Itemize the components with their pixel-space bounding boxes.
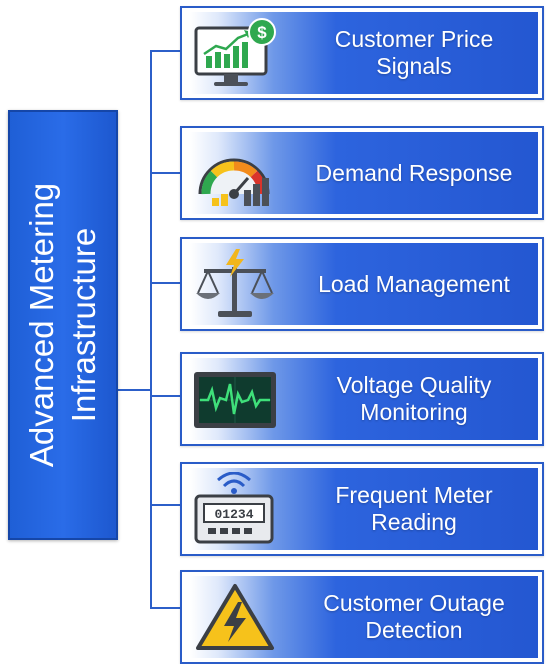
card-demand-response: Demand Response: [180, 126, 544, 220]
svg-text:$: $: [257, 23, 267, 42]
tree-trunk-line: [150, 50, 152, 608]
root-connector: [118, 389, 150, 391]
branch-line-3: [150, 282, 180, 284]
card-label: Customer Price Signals: [334, 26, 494, 79]
card-label: Demand Response: [315, 159, 513, 186]
meter-display: 01234: [214, 507, 253, 522]
warning-lightning-icon: [190, 580, 280, 656]
branch-line-5: [150, 504, 180, 506]
branch-line-2: [150, 172, 180, 174]
card-label: Frequent Meter Reading: [335, 482, 493, 535]
price-chart-monitor-icon: $: [190, 16, 280, 92]
branch-line-6: [150, 607, 180, 609]
card-label: Load Management: [318, 270, 510, 297]
card-label: Voltage Quality Monitoring: [336, 372, 492, 425]
root-node: Advanced Metering Infrastructure: [8, 110, 118, 540]
card-load-management: Load Management: [180, 237, 544, 331]
card-customer-price-signals: $ Customer Price Signals: [180, 6, 544, 100]
waveform-monitor-icon: [190, 362, 280, 438]
gauge-meter-icon: [190, 136, 280, 212]
wireless-meter-icon: 01234: [190, 472, 280, 548]
balance-scale-lightning-icon: [190, 247, 280, 323]
branch-line-4: [150, 395, 180, 397]
card-voltage-quality-monitoring: Voltage Quality Monitoring: [180, 352, 544, 446]
card-label: Customer Outage Detection: [323, 590, 505, 643]
branch-line-1: [150, 50, 180, 52]
card-frequent-meter-reading: 01234 Frequent Meter Reading: [180, 462, 544, 556]
root-title: Advanced Metering Infrastructure: [23, 182, 102, 468]
